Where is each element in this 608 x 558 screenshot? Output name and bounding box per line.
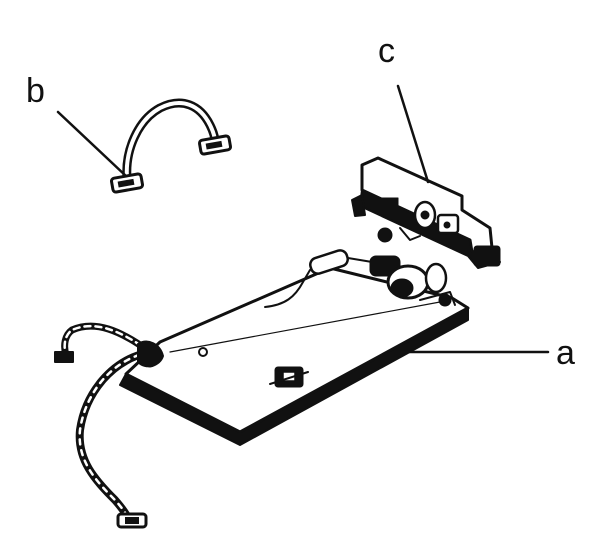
board-coil-cluster xyxy=(369,255,456,306)
part-c-switch-bracket xyxy=(351,156,501,269)
board-wire-harness xyxy=(54,322,164,529)
callout-leaders xyxy=(56,84,550,354)
callout-label-a: a xyxy=(556,334,575,372)
board-fuse xyxy=(264,249,373,308)
board-component xyxy=(269,366,309,388)
leader-line-c xyxy=(396,84,430,184)
cable-connector-right xyxy=(197,134,233,156)
part-b-jumper-cable xyxy=(109,98,233,194)
leader-line-b xyxy=(56,110,128,178)
callout-label-b: b xyxy=(26,72,45,110)
part-a-circuit-board xyxy=(119,249,470,446)
callout-label-c: c xyxy=(378,32,395,70)
